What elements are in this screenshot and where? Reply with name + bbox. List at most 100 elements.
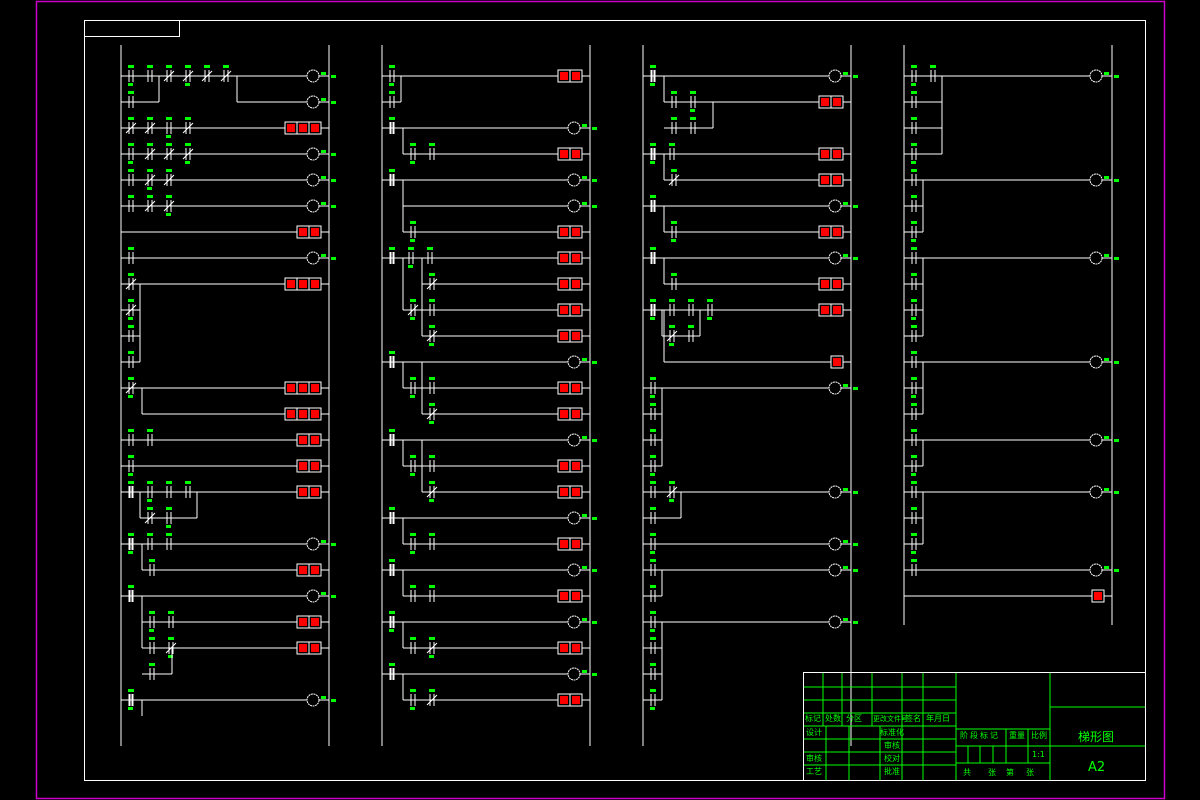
address-label: [688, 299, 694, 302]
coil-label: [321, 150, 326, 153]
address-label: [166, 213, 171, 216]
coil-icon: [567, 615, 597, 629]
function-block-cell: [833, 306, 841, 314]
address-label: [429, 325, 435, 328]
coil-label: [1114, 257, 1119, 260]
nc-contact-icon: [426, 689, 438, 706]
address-label: [429, 299, 435, 302]
function-block-cell: [287, 384, 295, 392]
coil-icon: [828, 69, 858, 83]
function-block-cell: [287, 410, 295, 418]
coil-circle: [567, 121, 581, 135]
tb-header-mark: 标记: [805, 713, 821, 723]
address-label: [185, 83, 190, 86]
function-block-icon: [818, 303, 851, 317]
function-block-cell: [311, 436, 319, 444]
address-label: [147, 481, 153, 484]
address-label: [166, 525, 171, 528]
coil-label: [592, 361, 597, 364]
no-contact-icon: [125, 455, 137, 476]
function-block-icon: [284, 277, 329, 291]
address-label: [429, 343, 434, 346]
coil-icon: [1089, 433, 1119, 447]
rung: [121, 143, 336, 164]
address-label: [671, 221, 677, 224]
rung: [121, 117, 329, 138]
function-block-cell: [299, 618, 307, 626]
no-contact-icon: [687, 91, 699, 112]
address-label: [185, 117, 191, 120]
address-label: [389, 611, 395, 614]
tb-scale-value: 1:1: [1032, 750, 1045, 759]
nc-slash: [182, 122, 194, 134]
function-block-cell: [311, 566, 319, 574]
address-label: [408, 247, 414, 250]
address-label: [911, 161, 916, 164]
coil-icon: [567, 563, 597, 577]
rung: [904, 247, 1119, 342]
rung: [382, 559, 597, 603]
address-label: [185, 481, 191, 484]
function-block-cell: [311, 462, 319, 470]
address-label: [669, 299, 675, 302]
nc-slash: [163, 70, 175, 82]
coil-icon: [567, 433, 597, 447]
rung: [904, 481, 1119, 554]
nc-slash: [426, 486, 438, 498]
nc-contact-icon: [163, 195, 175, 216]
rung: [904, 429, 1119, 476]
function-block-icon: [296, 459, 329, 473]
function-block-icon: [818, 277, 851, 291]
pulse-contact-icon: [386, 429, 398, 446]
address-label: [671, 169, 677, 172]
nc-slash: [163, 200, 175, 212]
coil-label: [1104, 358, 1109, 361]
address-label: [147, 65, 153, 68]
address-label: [911, 455, 917, 458]
address-label: [429, 533, 435, 536]
coil-icon: [306, 199, 336, 213]
no-contact-icon: [405, 247, 417, 268]
coil-label: [592, 517, 597, 520]
address-label: [147, 143, 153, 146]
function-block-cell: [311, 384, 319, 392]
nc-contact-icon: [182, 143, 194, 164]
nc-slash: [125, 278, 137, 290]
coil-label: [592, 673, 597, 676]
outer-border: [35, 0, 1166, 800]
coil-icon: [1089, 355, 1119, 369]
coil-label: [1114, 491, 1119, 494]
function-block-cell: [299, 462, 307, 470]
address-label: [166, 195, 172, 198]
no-contact-icon: [125, 429, 137, 446]
no-contact-icon: [647, 585, 659, 602]
address-label: [911, 403, 917, 406]
address-label: [147, 117, 153, 120]
function-block-cell: [299, 384, 307, 392]
function-block-icon: [557, 225, 590, 239]
no-contact-icon: [407, 455, 419, 476]
coil-circle: [306, 251, 320, 265]
function-block-icon: [830, 355, 851, 369]
nc-contact-icon: [144, 117, 156, 134]
no-contact-icon: [426, 455, 438, 472]
address-label: [149, 637, 155, 640]
address-label: [669, 481, 675, 484]
coil-label: [1114, 179, 1119, 182]
address-label: [410, 707, 415, 710]
address-label: [911, 143, 917, 146]
rung: [382, 169, 597, 242]
coil-label: [853, 257, 858, 260]
coil-label: [331, 257, 336, 260]
tb-sheet-total: 共: [963, 768, 971, 777]
no-contact-icon: [144, 429, 156, 446]
rung: [643, 247, 858, 291]
pulse-contact-icon: [386, 507, 398, 524]
no-contact-icon: [144, 65, 156, 82]
address-label: [671, 91, 677, 94]
no-contact-icon: [908, 65, 920, 86]
rung: [121, 533, 336, 577]
no-contact-icon: [146, 637, 158, 654]
function-block-icon: [296, 433, 329, 447]
rung: [904, 169, 1119, 242]
